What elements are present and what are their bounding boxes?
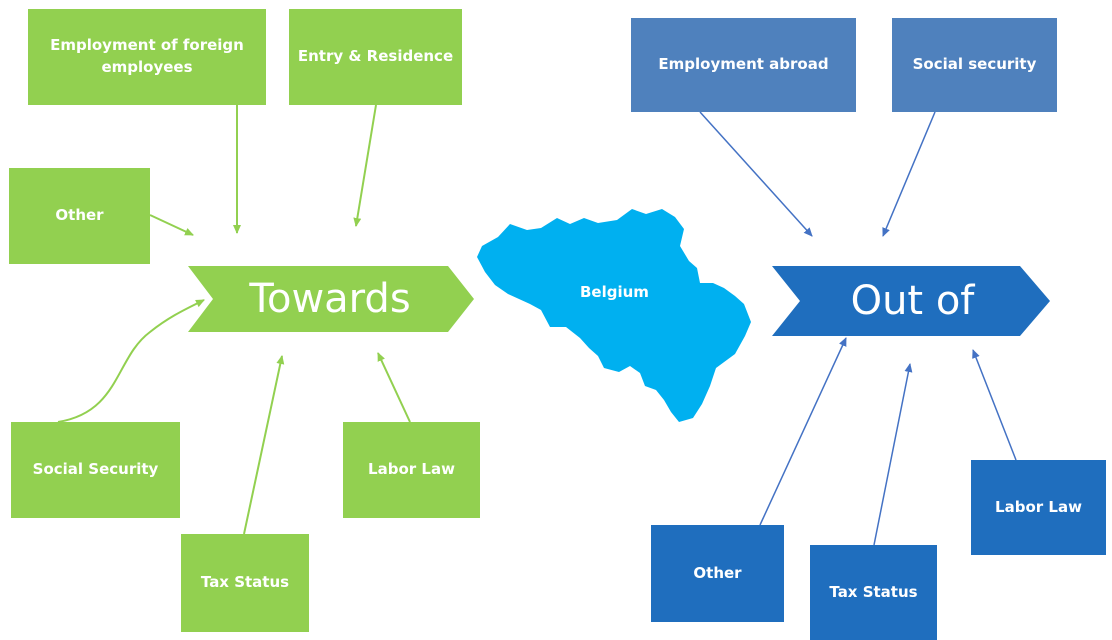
arrow-tax-status-towards: [243, 355, 285, 535]
arrow-labor-law-out: [972, 349, 1017, 461]
towards-label: Towards: [249, 276, 411, 322]
box-tax-status-towards: Tax Status: [181, 534, 309, 632]
box-entry-residence: Entry & Residence: [289, 9, 462, 105]
belgium-label: Belgium: [580, 283, 649, 301]
box-employment-abroad: Employment abroad: [631, 18, 856, 112]
arrow-social-security-out: [882, 111, 936, 237]
box-labor-law-towards: Labor Law: [343, 422, 480, 518]
box-labor-law-out: Labor Law: [971, 460, 1106, 555]
box-tax-status-out: Tax Status: [810, 545, 937, 640]
out-of-chevron: [772, 266, 1050, 336]
arrow-labor-law-towards: [377, 352, 411, 423]
arrow-other-towards: [149, 214, 194, 236]
box-social-security-out: Social security: [892, 18, 1057, 112]
arrow-social-security-towards: [57, 299, 205, 423]
box-other-out: Other: [651, 525, 784, 622]
box-employment-foreign-employees: Employment of foreign employees: [28, 9, 266, 105]
towards-chevron: [188, 266, 474, 332]
out-of-label: Out of: [850, 278, 975, 324]
box-other-towards: Other: [9, 168, 150, 264]
arrow-employment-abroad: [699, 111, 813, 237]
arrow-other-out: [759, 337, 847, 526]
box-social-security-towards: Social Security: [11, 422, 180, 518]
belgium-map: [477, 209, 751, 422]
arrow-entry-residence: [353, 104, 377, 227]
arrow-tax-status-out: [873, 363, 913, 546]
